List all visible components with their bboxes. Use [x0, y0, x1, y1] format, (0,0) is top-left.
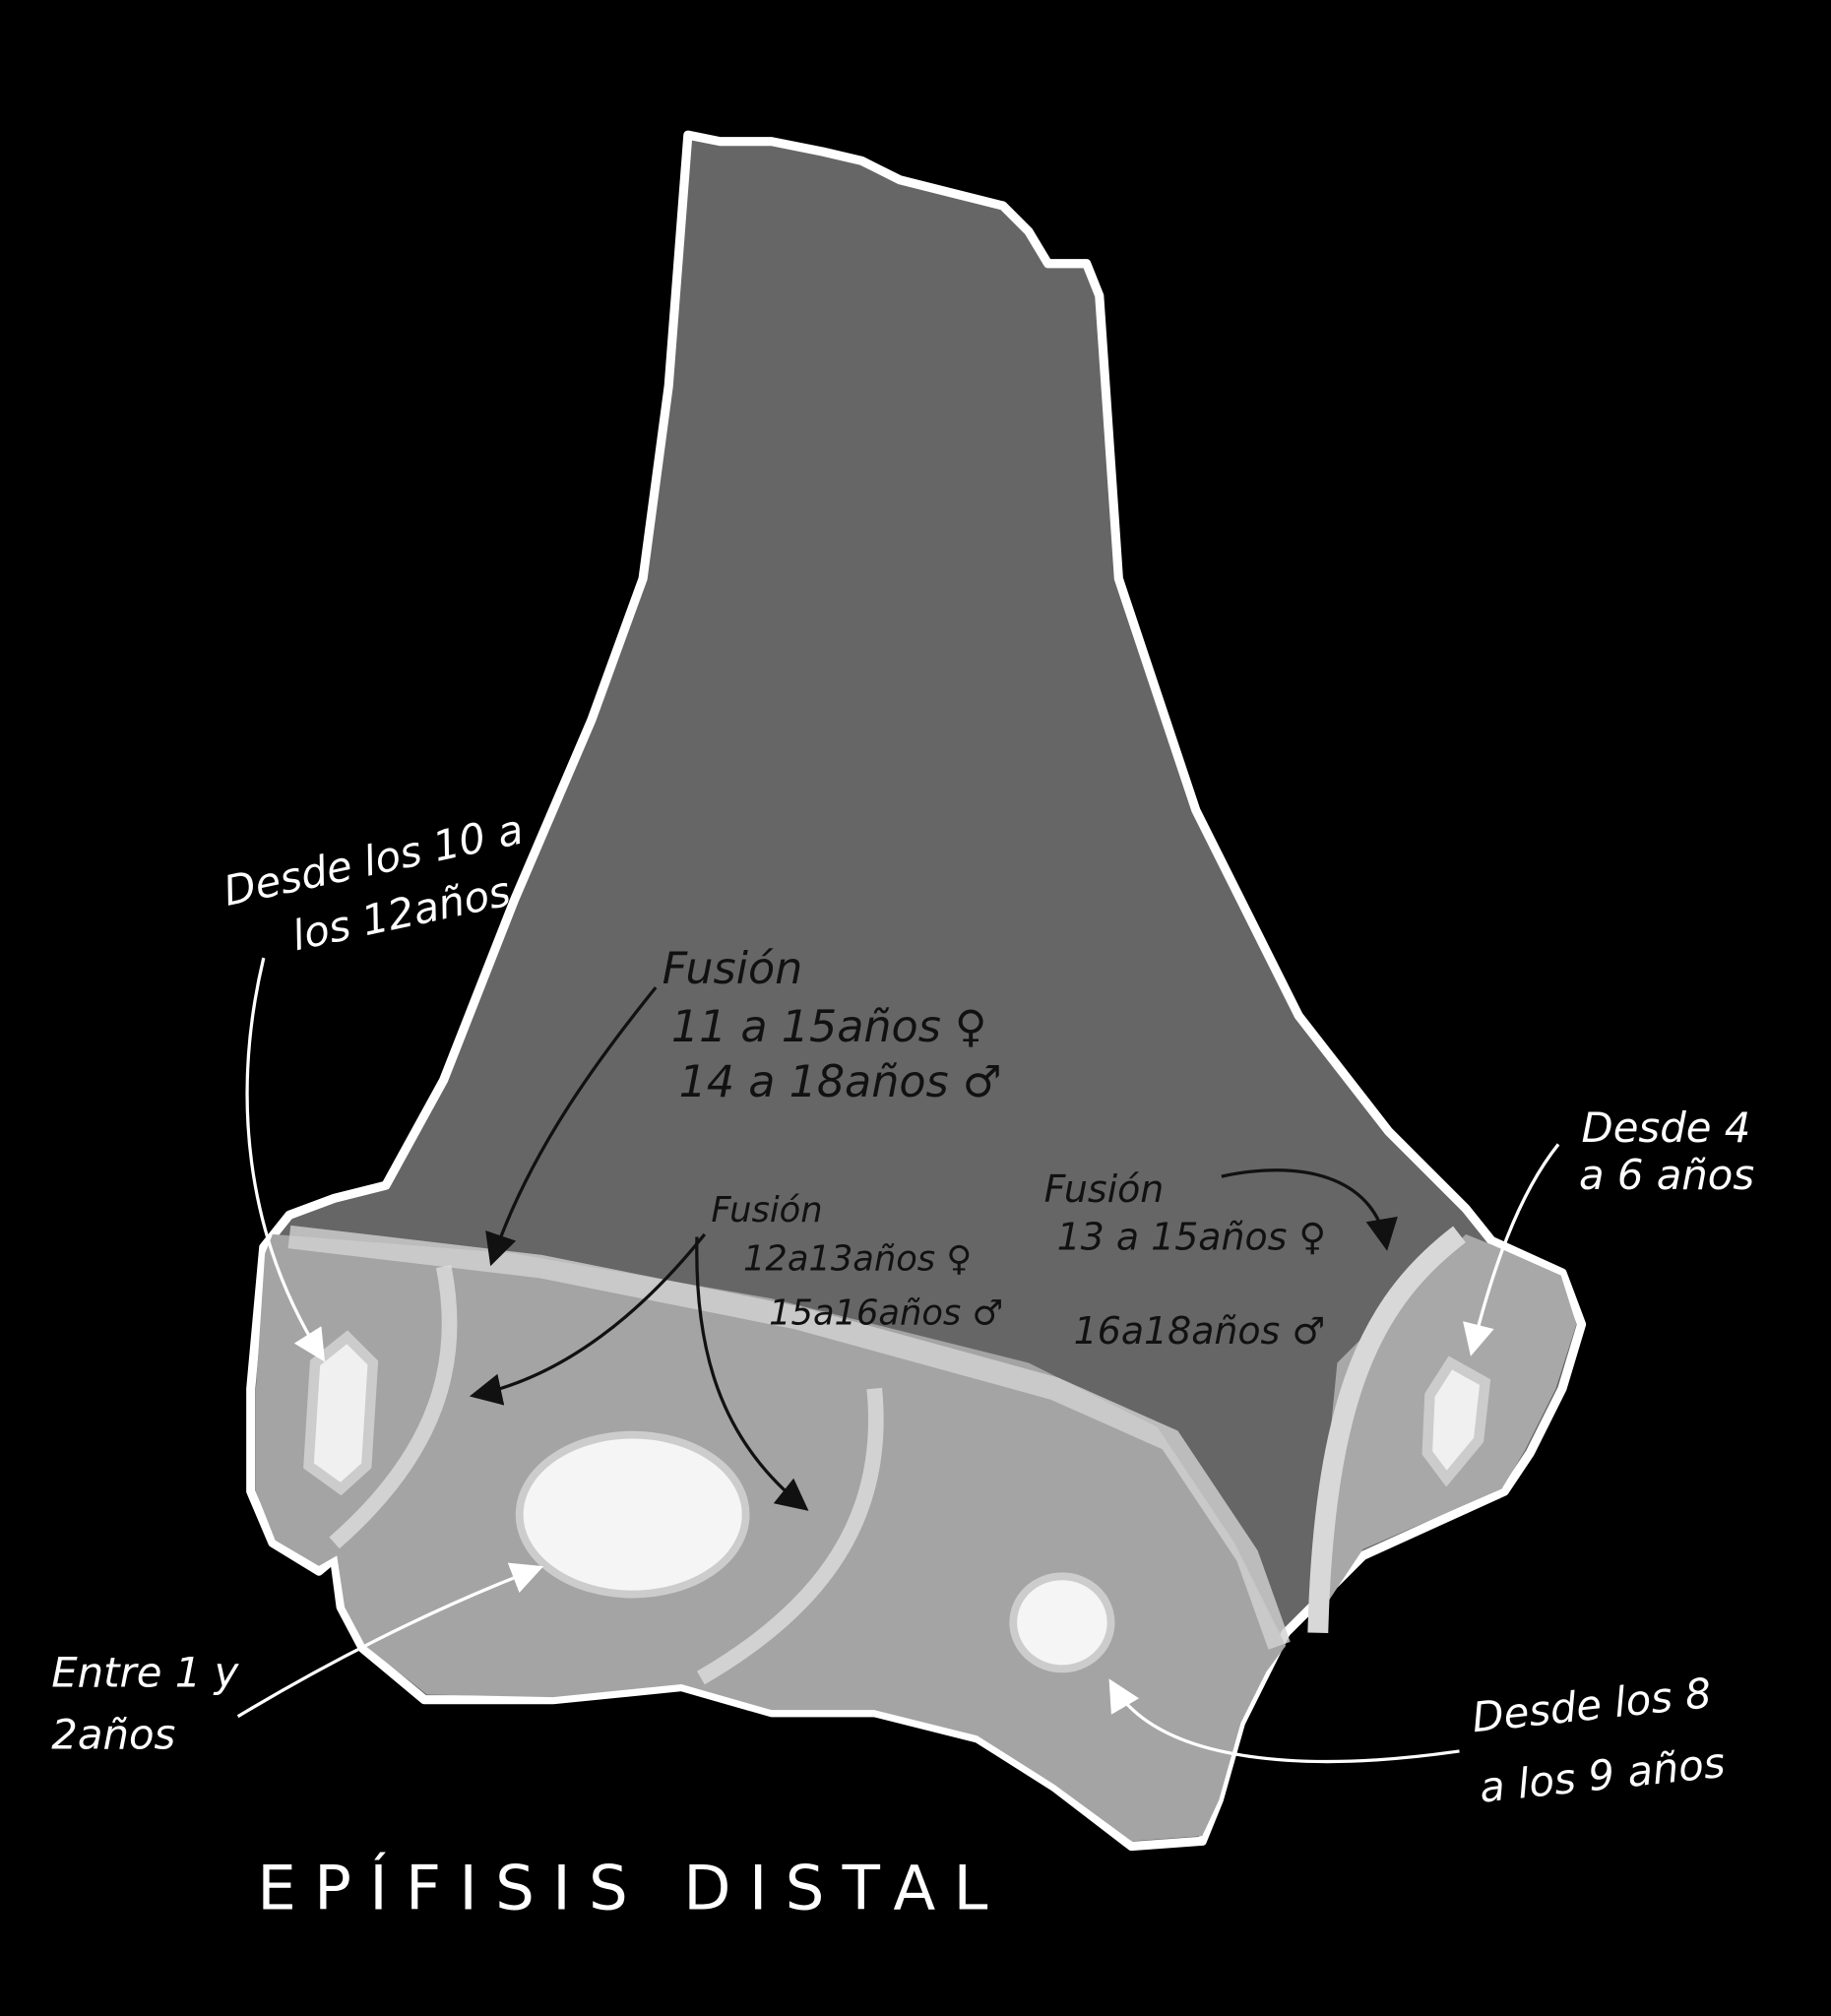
physis-line	[287, 1225, 1291, 1650]
arrow-capitulum	[236, 1562, 544, 1719]
fusion-female: 11 a 15años ♀	[671, 1002, 987, 1052]
growth-line-left	[329, 1264, 458, 1549]
arrow-fusion-middle-right	[695, 1236, 809, 1511]
ossification-center-trochlea	[1009, 1572, 1115, 1673]
fusion-label: Fusión	[1044, 1167, 1165, 1211]
label-fusion-middle: Fusión 12a13años ♀ 15a16años ♂	[711, 1190, 1003, 1333]
fusion-male: 14 a 18años ♂	[679, 1057, 1002, 1107]
medial-physis-line	[1307, 1226, 1466, 1634]
fusion-male: 15a16años ♂	[769, 1292, 1003, 1333]
label-line-1: Entre 1 y	[51, 1649, 239, 1697]
arrow-fusion-main	[485, 986, 658, 1267]
label-capitulum: Entre 1 y 2años	[51, 1649, 239, 1759]
ossification-center-capitulum	[515, 1430, 750, 1599]
fusion-female: 13 a 15años ♀	[1057, 1216, 1326, 1259]
fusion-label: Fusión	[663, 944, 803, 994]
ossification-center-lateral-epicondyle	[303, 1330, 379, 1496]
label-line-1: Desde 4	[1582, 1103, 1751, 1152]
label-medial-epicondyle: Desde 4 a 6 años	[1579, 1103, 1754, 1199]
arrow-trochlea	[1108, 1678, 1460, 1764]
fusion-male: 16a18años ♂	[1074, 1309, 1326, 1353]
growth-line-middle	[696, 1387, 884, 1685]
diagram-title: EPÍFISIS DISTAL	[257, 1853, 1006, 1924]
arrow-medial-epicondyle	[1463, 1143, 1560, 1356]
label-fusion-right: Fusión 13 a 15años ♀ 16a18años ♂	[1044, 1167, 1327, 1353]
label-line-2: a 6 años	[1579, 1151, 1754, 1199]
arrow-lateral-epicondyle	[245, 957, 326, 1362]
fusion-female: 12a13años ♀	[743, 1238, 972, 1279]
label-line-2: 2años	[51, 1710, 175, 1758]
label-fusion-main: Fusión 11 a 15años ♀ 14 a 18años ♂	[663, 944, 1002, 1107]
arrow-fusion-right	[1221, 1168, 1398, 1251]
ossification-center-medial-epicondyle	[1421, 1355, 1491, 1487]
arrow-fusion-middle-left	[469, 1232, 707, 1406]
fusion-label: Fusión	[711, 1190, 822, 1230]
